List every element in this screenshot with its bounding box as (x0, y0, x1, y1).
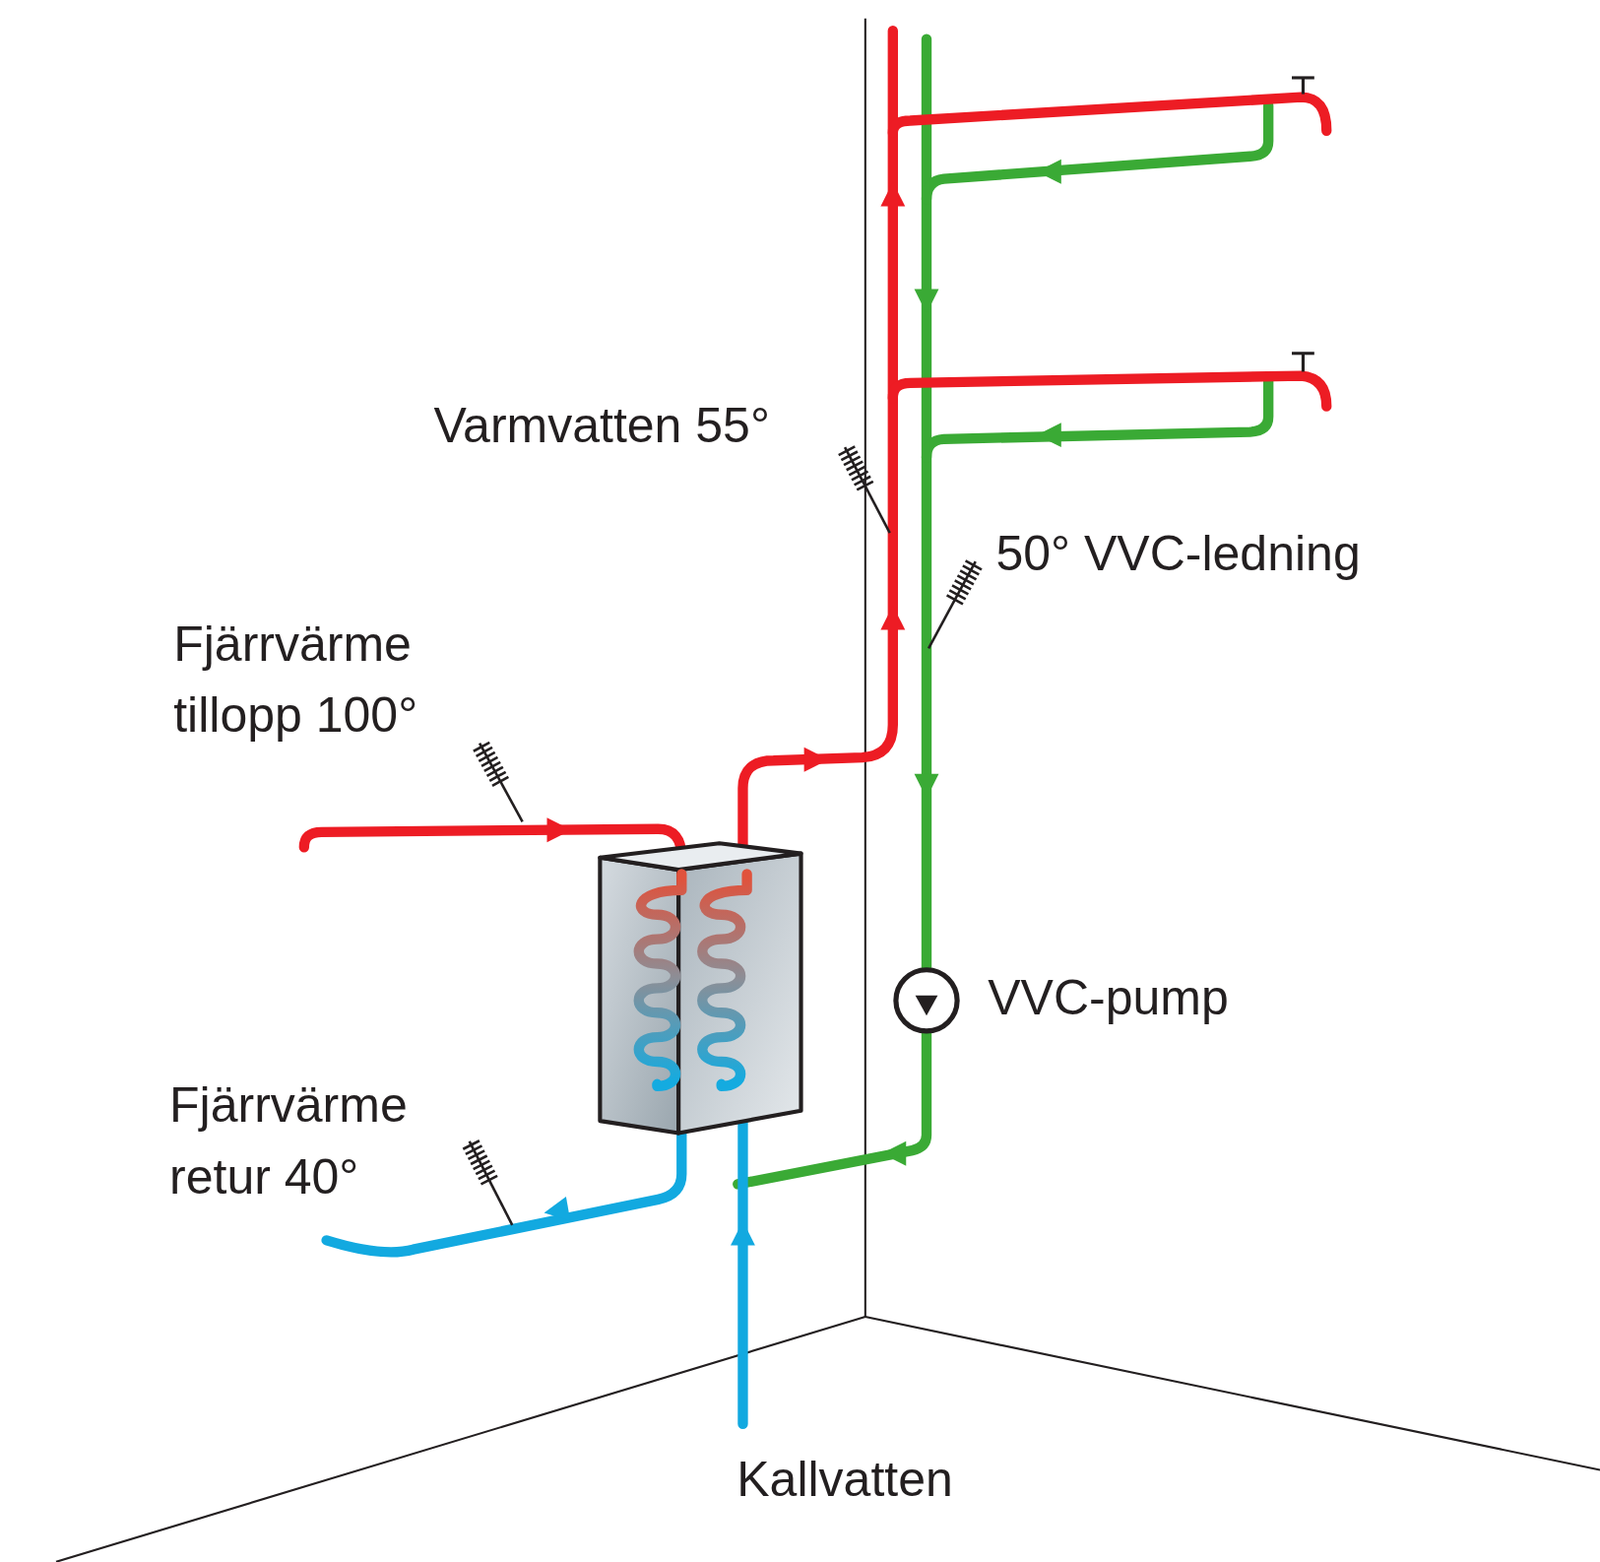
coil (702, 873, 747, 1087)
leader-line (479, 743, 523, 823)
wall-edge (864, 18, 867, 1317)
tap-symbols (1291, 77, 1315, 372)
hatch-tick (480, 1175, 498, 1185)
pipe-label: Fjärrvärme retur 40° (169, 1069, 507, 1213)
flow-arrow (1036, 422, 1062, 448)
flow-arrow (1036, 159, 1062, 185)
cold-water-pipe (737, 1087, 748, 1424)
pipe-label: Kallvatten (736, 1443, 954, 1516)
flow-arrow (546, 817, 572, 842)
heat-exchanger (599, 842, 801, 1133)
cold-pipes (326, 1087, 744, 1424)
flow-arrow (730, 1220, 756, 1246)
pipe-label: Varmvatten 55° (433, 389, 769, 462)
room-corner (56, 18, 1600, 1562)
flow-arrow (914, 773, 940, 799)
flow-arrow (804, 747, 830, 772)
floor-edge (865, 1316, 1600, 1470)
vvc-branch (926, 380, 1269, 458)
pump-symbol (896, 969, 958, 1031)
flow-arrows (541, 159, 1061, 1246)
hot-pipes (304, 30, 1327, 868)
coil (639, 873, 683, 1087)
flow-arrow (880, 182, 905, 207)
leader-lines (462, 446, 982, 1224)
pipe-label: VVC-pump (987, 961, 1229, 1034)
hot-water-branch (893, 97, 1327, 133)
pipe-label: Fjärrvärme tillopp 100° (173, 608, 511, 752)
vvc-pipes (737, 39, 1269, 1185)
pipe-label: 50° VVC-ledning (995, 517, 1360, 590)
flow-arrow (881, 1141, 906, 1166)
hot-water-branch (893, 376, 1327, 407)
flow-arrow (880, 605, 905, 631)
flow-arrow (914, 288, 940, 314)
leader-line (928, 561, 976, 648)
hatch-tick (492, 776, 509, 786)
hatch-tick (856, 481, 874, 491)
hatch-tick (947, 594, 963, 604)
flow-arrow (541, 1196, 571, 1225)
